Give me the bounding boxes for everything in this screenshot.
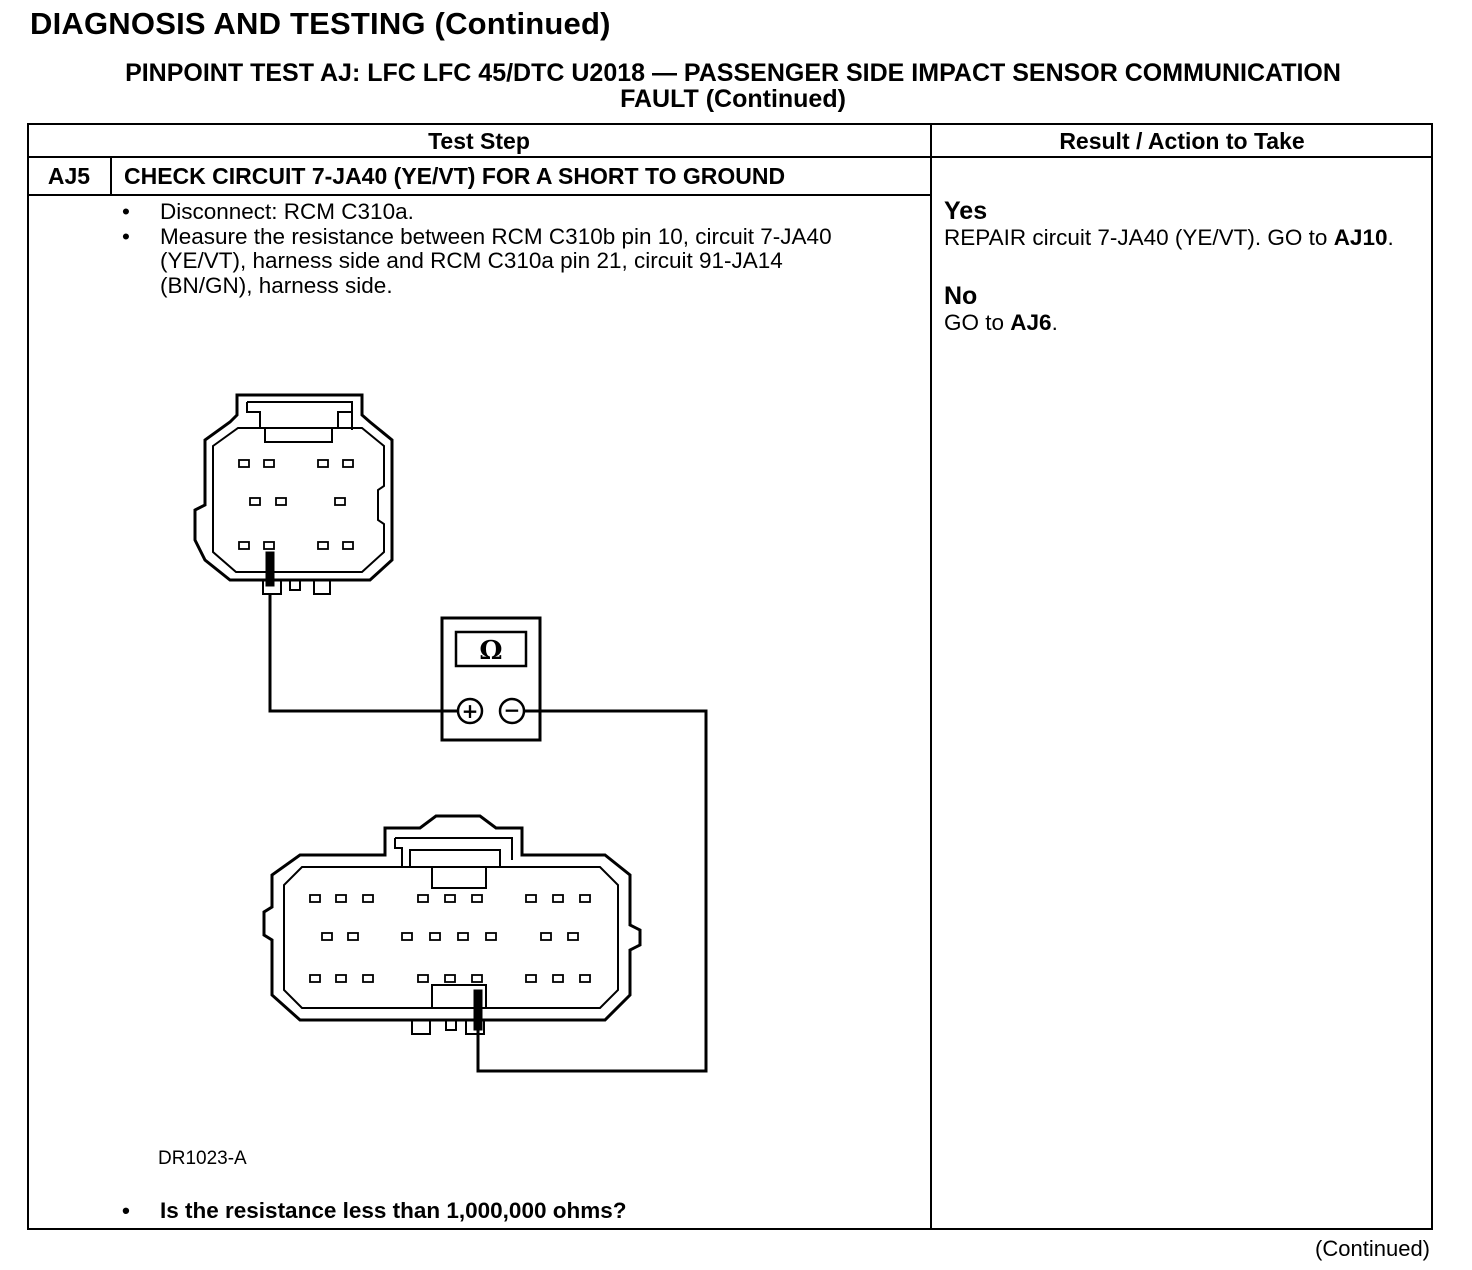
instruction-item: Measure the resistance between RCM C310b… bbox=[120, 224, 880, 299]
test-title-line1: PINPOINT TEST AJ: LFC LFC 45/DTC U2018 —… bbox=[125, 59, 1341, 87]
test-leads bbox=[268, 594, 708, 1073]
result-yes: Yes REPAIR circuit 7-JA40 (YE/VT). GO to… bbox=[944, 197, 1414, 251]
answer-yes-action: REPAIR circuit 7-JA40 (YE/VT). GO to AJ1… bbox=[944, 225, 1394, 250]
goto-link-aj10[interactable]: AJ10 bbox=[1333, 225, 1388, 250]
result-no: No GO to AJ6. bbox=[944, 282, 1414, 336]
figure-id: DR1023-A bbox=[158, 1148, 247, 1169]
step-id: AJ5 bbox=[47, 163, 91, 189]
column-divider bbox=[930, 123, 932, 1230]
step-id-divider bbox=[110, 157, 112, 195]
step-title: CHECK CIRCUIT 7-JA40 (YE/VT) FOR A SHORT… bbox=[124, 163, 786, 189]
column-header-test-step: Test Step bbox=[428, 128, 530, 154]
header-divider bbox=[27, 156, 1433, 158]
goto-link-aj6[interactable]: AJ6 bbox=[1010, 310, 1052, 335]
answer-yes-label: Yes bbox=[944, 197, 988, 225]
connector-c310a bbox=[262, 814, 642, 1035]
pinpoint-test-title: PINPOINT TEST AJ: LFC LFC 45/DTC U2018 —… bbox=[28, 60, 1438, 112]
connector-c310b bbox=[193, 393, 394, 595]
step-question: Is the resistance less than 1,000,000 oh… bbox=[120, 1198, 626, 1224]
ohm-symbol: Ω bbox=[479, 636, 502, 666]
negative-terminal-icon: − bbox=[504, 698, 521, 722]
test-table bbox=[27, 123, 1433, 1230]
answer-no-label: No bbox=[944, 282, 978, 310]
test-title-line2: FAULT (Continued) bbox=[620, 85, 846, 113]
multimeter bbox=[440, 616, 542, 742]
step-title-divider bbox=[27, 194, 932, 196]
column-header-result: Result / Action to Take bbox=[1059, 128, 1305, 154]
instruction-item: Disconnect: RCM C310a. bbox=[120, 199, 910, 225]
continued-footer: (Continued) bbox=[1315, 1236, 1430, 1261]
page-heading: DIAGNOSIS AND TESTING (Continued) bbox=[30, 6, 611, 41]
answer-no-action: GO to AJ6. bbox=[944, 310, 1058, 335]
step-instructions: Disconnect: RCM C310a. Measure the resis… bbox=[120, 199, 910, 299]
positive-terminal-icon: + bbox=[462, 699, 479, 723]
